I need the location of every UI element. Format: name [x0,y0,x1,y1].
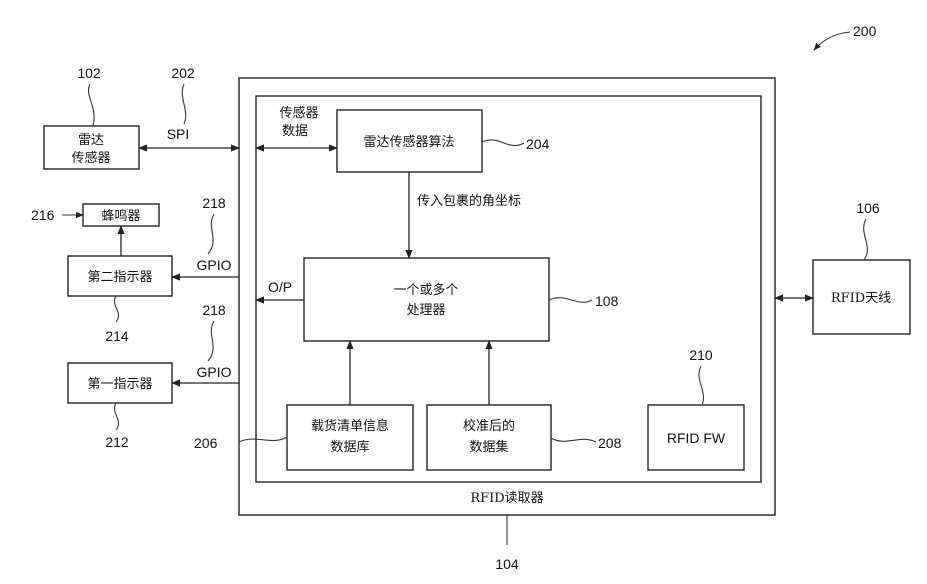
radar-sensor-ref: 102 [77,65,101,81]
radar-algorithm-ref: 204 [526,136,550,152]
manifest-db-label-line2: 数据库 [330,439,369,455]
spi-label: SPI [167,126,190,142]
gpio-upper-ref: 218 [202,195,226,211]
sensor-data-label-line1: 传感器 [279,105,318,121]
processors-label-line1: 一个或多个 [393,282,458,298]
manifest-db-label-line1: 载货清单信息 [311,418,389,434]
second-indicator-leader [114,296,118,322]
gpio-lower-leader [208,321,214,361]
processors-ref: 108 [595,293,619,309]
calibrated-dataset-label-line2: 数据集 [469,439,508,455]
first-indicator-ref: 212 [105,434,129,450]
rfid-fw-label: RFID FW [667,430,726,446]
gpio-upper-label: GPIO [196,257,231,273]
angle-coords-label: 传入包裹的角坐标 [417,193,521,209]
first-indicator-leader [114,403,118,430]
processors-box [304,258,549,341]
buzzer-label: 蜂鸣器 [101,208,140,224]
calibrated-dataset-label-line1: 校准后的 [463,418,515,434]
calibrated-dataset-ref: 208 [598,435,622,451]
processors-label-line2: 处理器 [406,303,445,318]
sensor-data-label-line2: 数据 [282,124,308,139]
figure-ref-arrow [814,32,850,50]
manifest-db-box [287,405,413,470]
rfid-antenna-leader [864,219,868,260]
calibrated-dataset-box [427,405,551,470]
first-indicator-label: 第一指示器 [87,377,152,392]
buzzer-ref: 216 [31,207,55,223]
second-indicator-label: 第二指示器 [87,270,152,285]
rfid-antenna-ref: 106 [856,200,880,216]
rfid-reader-ref: 104 [495,556,519,572]
radar-sensor-label-line2: 传感器 [71,150,110,166]
output-label: O/P [268,279,292,295]
manifest-db-ref: 206 [194,435,218,451]
radar-sensor-label-line1: 雷达 [78,133,104,148]
gpio-lower-ref: 218 [202,302,226,318]
rfid-antenna-label: RFID天线 [831,291,891,306]
radar-sensor-leader [88,84,94,126]
figure-ref-number: 200 [853,23,877,39]
rfid-fw-ref: 210 [689,347,713,363]
spi-ref: 202 [171,65,195,81]
gpio-upper-leader [208,214,214,254]
spi-leader [182,84,185,124]
radar-algorithm-label: 雷达传感器算法 [363,134,454,150]
rfid-reader-label: RFID读取器 [470,491,543,506]
gpio-lower-label: GPIO [196,364,231,380]
second-indicator-ref: 214 [105,328,129,344]
